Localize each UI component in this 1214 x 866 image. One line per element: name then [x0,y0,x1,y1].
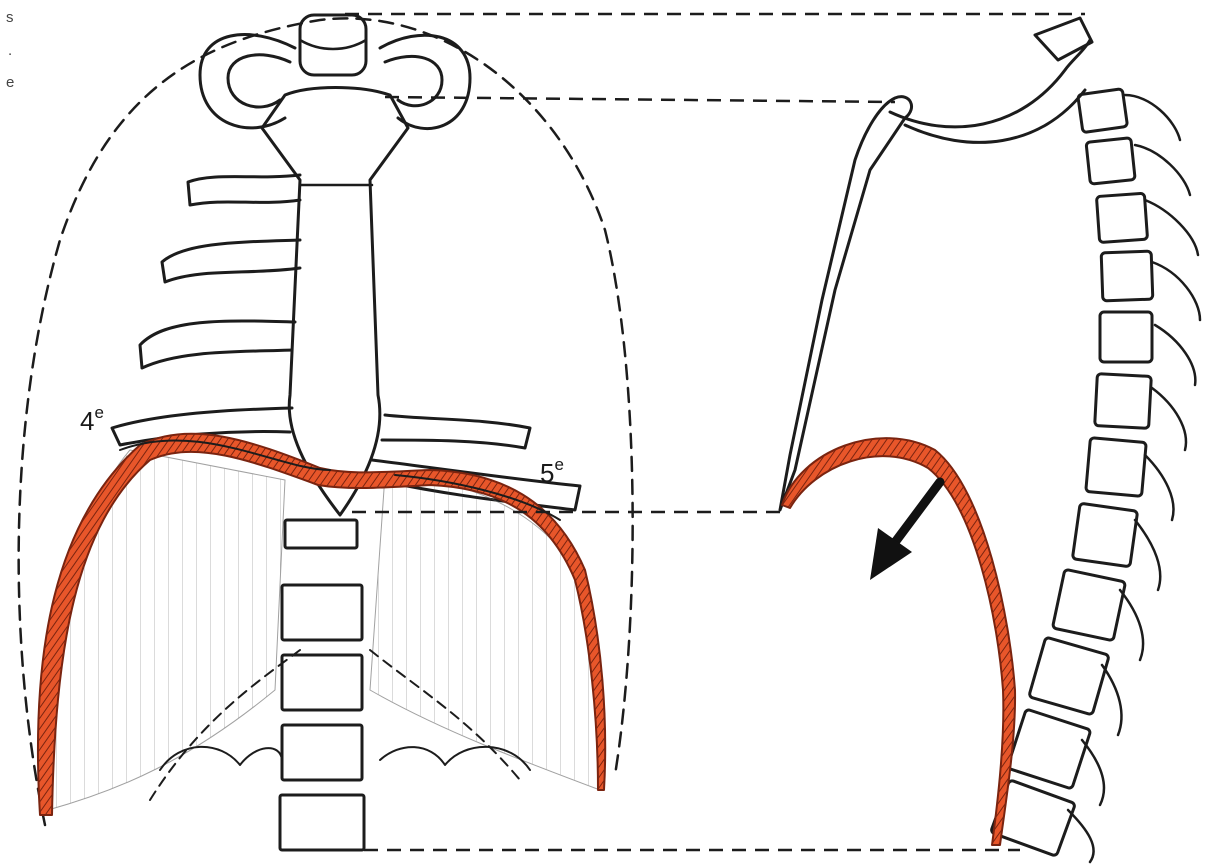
spine-side [991,89,1153,857]
front-view [19,15,633,850]
edge-text: s . e [6,9,14,91]
side-view [780,18,1200,862]
left-clavicle [200,35,295,128]
first-rib-side [890,40,1090,142]
diaphragm-side [782,438,1015,845]
descent-arrow [870,482,940,580]
rib-left-1 [188,175,300,205]
rib-label-4: 4e [80,403,104,436]
rib-left-3 [140,321,295,368]
right-clavicle [380,35,470,128]
lower-contours [160,747,530,770]
rib-left-2 [162,240,300,282]
top-vertebra-side [1035,18,1092,60]
sternum [262,88,408,516]
diaphragm-fibers-right [370,475,603,790]
edge-fragment-2: . [8,42,12,59]
spine-front [280,520,364,850]
edge-fragment-3: e [6,74,14,91]
edge-fragment-1: s [6,9,14,26]
rib-right-1 [382,415,530,448]
